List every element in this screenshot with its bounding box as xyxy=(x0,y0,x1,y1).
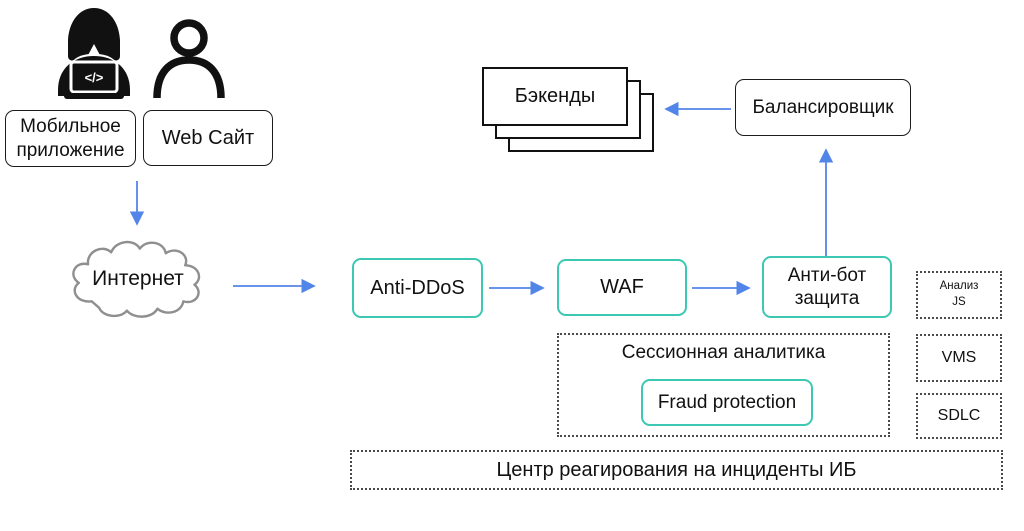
group-session-analytics-label: Сессионная аналитика xyxy=(621,342,826,363)
node-js-analysis: Анализ JS xyxy=(916,271,1002,319)
node-vms-label: VMS xyxy=(941,349,977,367)
internet-label: Интернет xyxy=(92,267,184,290)
node-balancer: Балансировщик xyxy=(735,79,911,136)
group-incident-center: Центр реагирования на инциденты ИБ xyxy=(350,450,1003,490)
node-backends-stack: Бэкенды xyxy=(482,67,655,154)
node-waf-label: WAF xyxy=(600,276,644,299)
node-anti-ddos: Anti-DDoS xyxy=(352,258,483,318)
node-waf: WAF xyxy=(557,259,687,316)
hacker-icon: </> xyxy=(58,8,130,99)
node-fraud-protection: Fraud protection xyxy=(641,379,813,426)
node-anti-bot-label: Анти-бот защита xyxy=(787,264,867,309)
node-balancer-label: Балансировщик xyxy=(752,96,894,118)
node-sdlc-label: SDLC xyxy=(937,407,981,425)
node-backends: Бэкенды xyxy=(482,67,628,126)
node-mobile-app-label: Мобильное приложение xyxy=(16,116,125,161)
group-session-analytics: Сессионная аналитика Fraud protection xyxy=(557,333,890,437)
node-web-site: Web Сайт xyxy=(143,110,273,166)
cloud-shape xyxy=(72,240,201,318)
node-mobile-app: Мобильное приложение xyxy=(5,110,136,167)
node-anti-bot: Анти-бот защита xyxy=(762,256,892,318)
user-icon xyxy=(153,19,225,99)
group-incident-center-label: Центр реагирования на инциденты ИБ xyxy=(496,458,857,481)
internet-cloud: Интернет xyxy=(64,233,212,329)
node-sdlc: SDLC xyxy=(916,393,1002,439)
node-vms: VMS xyxy=(916,334,1002,382)
node-backends-label: Бэкенды xyxy=(514,85,596,108)
node-js-analysis-label: Анализ JS xyxy=(939,280,979,308)
node-web-site-label: Web Сайт xyxy=(161,126,255,149)
node-fraud-protection-label: Fraud protection xyxy=(657,391,797,413)
node-anti-ddos-label: Anti-DDoS xyxy=(370,276,465,299)
hacker-laptop-code-glyph: </> xyxy=(85,70,104,85)
